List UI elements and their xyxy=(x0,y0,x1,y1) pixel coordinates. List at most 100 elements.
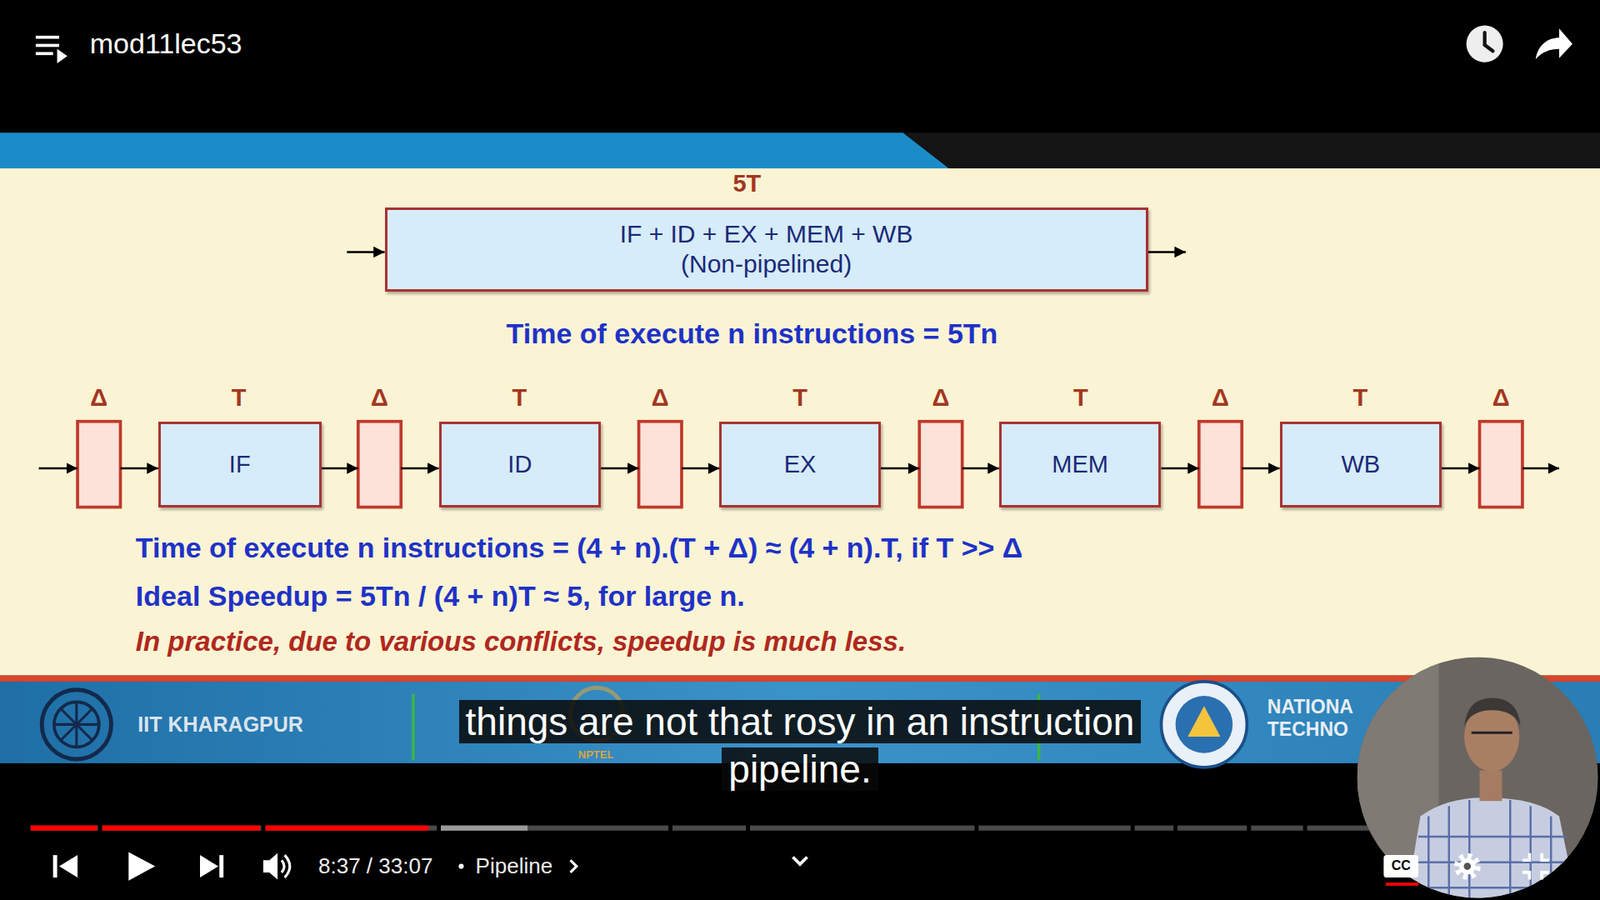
slide-background xyxy=(0,168,1600,676)
time-display: 8:37 / 33:07 xyxy=(318,853,433,879)
equation-text: Time of execute n instructions = 5Tn xyxy=(506,317,999,350)
person-neck xyxy=(1480,770,1503,801)
time-label: T xyxy=(231,384,247,411)
flow-arrow xyxy=(962,467,1000,470)
progress-played xyxy=(101,825,260,831)
captions-label: CC xyxy=(1391,858,1411,873)
box-text: IF xyxy=(229,450,251,480)
menu-icon xyxy=(35,35,60,40)
time-label: T xyxy=(1073,384,1089,412)
box-text: (Non-pipelined) xyxy=(680,249,852,280)
stage-box: MEM xyxy=(999,421,1162,508)
box-text: WB xyxy=(1340,450,1380,480)
menu-icon xyxy=(57,49,68,64)
box-text: IF + ID + EX + MEM + WB xyxy=(620,219,914,250)
next-icon xyxy=(219,855,224,878)
captions-button xyxy=(1383,855,1419,878)
institute-name: IIT KHARAGPUR xyxy=(137,712,304,737)
share-icon xyxy=(1535,28,1573,60)
chapter-gap xyxy=(1246,824,1251,832)
equation-text: Time of execute n instructions = (4 + n)… xyxy=(135,531,1023,565)
webcam-background xyxy=(1357,657,1600,900)
box-text: MEM xyxy=(1051,450,1109,480)
note-text: In practice, due to various conflicts, s… xyxy=(135,625,906,658)
flow-arrow xyxy=(1241,467,1280,470)
time-label: T xyxy=(1073,384,1089,411)
delay-label: Δ xyxy=(370,384,389,412)
slide-header-dark xyxy=(903,132,1600,169)
flow-arrow xyxy=(120,467,158,470)
menu-icon xyxy=(35,51,54,55)
delay-label: Δ xyxy=(651,384,670,412)
iit-logo xyxy=(54,701,100,747)
chapter-name: Pipeline xyxy=(475,854,554,880)
time-label: 5T xyxy=(732,170,761,197)
institute-name: IIT KHARAGPUR xyxy=(137,712,304,736)
institute-name: TECHNO xyxy=(1267,718,1349,740)
chapter-chevron xyxy=(570,860,576,873)
flow-arrow xyxy=(39,467,79,470)
time-label: 5T xyxy=(732,170,761,198)
delay-label: Δ xyxy=(932,384,950,412)
webcam-overlay xyxy=(1357,657,1600,900)
chapter-gap xyxy=(260,824,265,832)
delay-label: Δ xyxy=(1492,384,1510,412)
separator-dot xyxy=(458,864,464,870)
time-label: T xyxy=(511,384,527,411)
person-shirt xyxy=(1405,797,1576,900)
flow-arrow xyxy=(681,467,720,470)
flow-arrow xyxy=(600,467,639,470)
delay-label: Δ xyxy=(370,384,389,411)
chapter-gap xyxy=(974,824,979,832)
chapter-gap xyxy=(1173,824,1178,832)
video-title: mod11lec53 xyxy=(90,27,243,60)
person-hair xyxy=(1464,698,1520,727)
stage-box: IF xyxy=(158,421,322,508)
institute-logo xyxy=(1187,705,1220,737)
flow-arrow xyxy=(400,467,439,470)
watermark: NPTEL xyxy=(578,749,615,762)
watermark: NPTEL xyxy=(578,748,615,761)
pipeline-latch xyxy=(77,421,120,508)
pipeline-latch xyxy=(639,421,682,508)
flow-arrow xyxy=(321,467,359,470)
flow-arrow xyxy=(1441,467,1480,470)
flow-arrow xyxy=(346,250,385,253)
flow-arrow xyxy=(1522,467,1560,470)
volume-icon xyxy=(281,855,290,878)
settings-icon xyxy=(1459,858,1476,875)
chapter-name: Pipeline xyxy=(475,853,554,879)
play-icon xyxy=(128,851,155,880)
time-label: T xyxy=(1352,384,1368,412)
clock-icon xyxy=(1466,25,1504,63)
captions-underline xyxy=(1385,882,1419,886)
delay-label: Δ xyxy=(932,384,950,411)
flow-arrow xyxy=(1148,250,1186,253)
subtitle: things are not that rosy in an instructi… xyxy=(459,700,1142,791)
person-glasses xyxy=(1471,731,1513,735)
shirt-pattern xyxy=(1410,800,1574,900)
delay-label: Δ xyxy=(90,384,108,411)
process-box: IF + ID + EX + MEM + WB(Non-pipelined) xyxy=(385,207,1149,293)
institute-logo xyxy=(1175,695,1234,754)
next-icon xyxy=(200,855,219,878)
delay-label: Δ xyxy=(90,384,108,412)
flow-arrow xyxy=(1160,467,1199,470)
slide-divider xyxy=(0,675,1600,682)
clock-hands xyxy=(1485,32,1494,51)
institute-name: NATIONA xyxy=(1267,695,1354,718)
delay-label: Δ xyxy=(1211,384,1230,412)
iit-logo xyxy=(41,690,111,760)
time-label: T xyxy=(231,384,247,412)
equation-text: Ideal Speedup = 5Tn / (4 + n)T ≈ 5, for … xyxy=(135,580,745,612)
equation-text: Ideal Speedup = 5Tn / (4 + n)T ≈ 5, for … xyxy=(135,580,745,613)
delay-label: Δ xyxy=(1211,384,1230,411)
settings-icon xyxy=(1457,855,1478,876)
progress-buffer xyxy=(440,825,528,831)
time-display: 8:37 / 33:07 xyxy=(318,854,433,880)
previous-icon xyxy=(53,855,58,878)
iit-logo xyxy=(54,701,100,747)
delay-label: Δ xyxy=(1492,384,1510,411)
video-title: mod11lec53 xyxy=(90,27,243,60)
